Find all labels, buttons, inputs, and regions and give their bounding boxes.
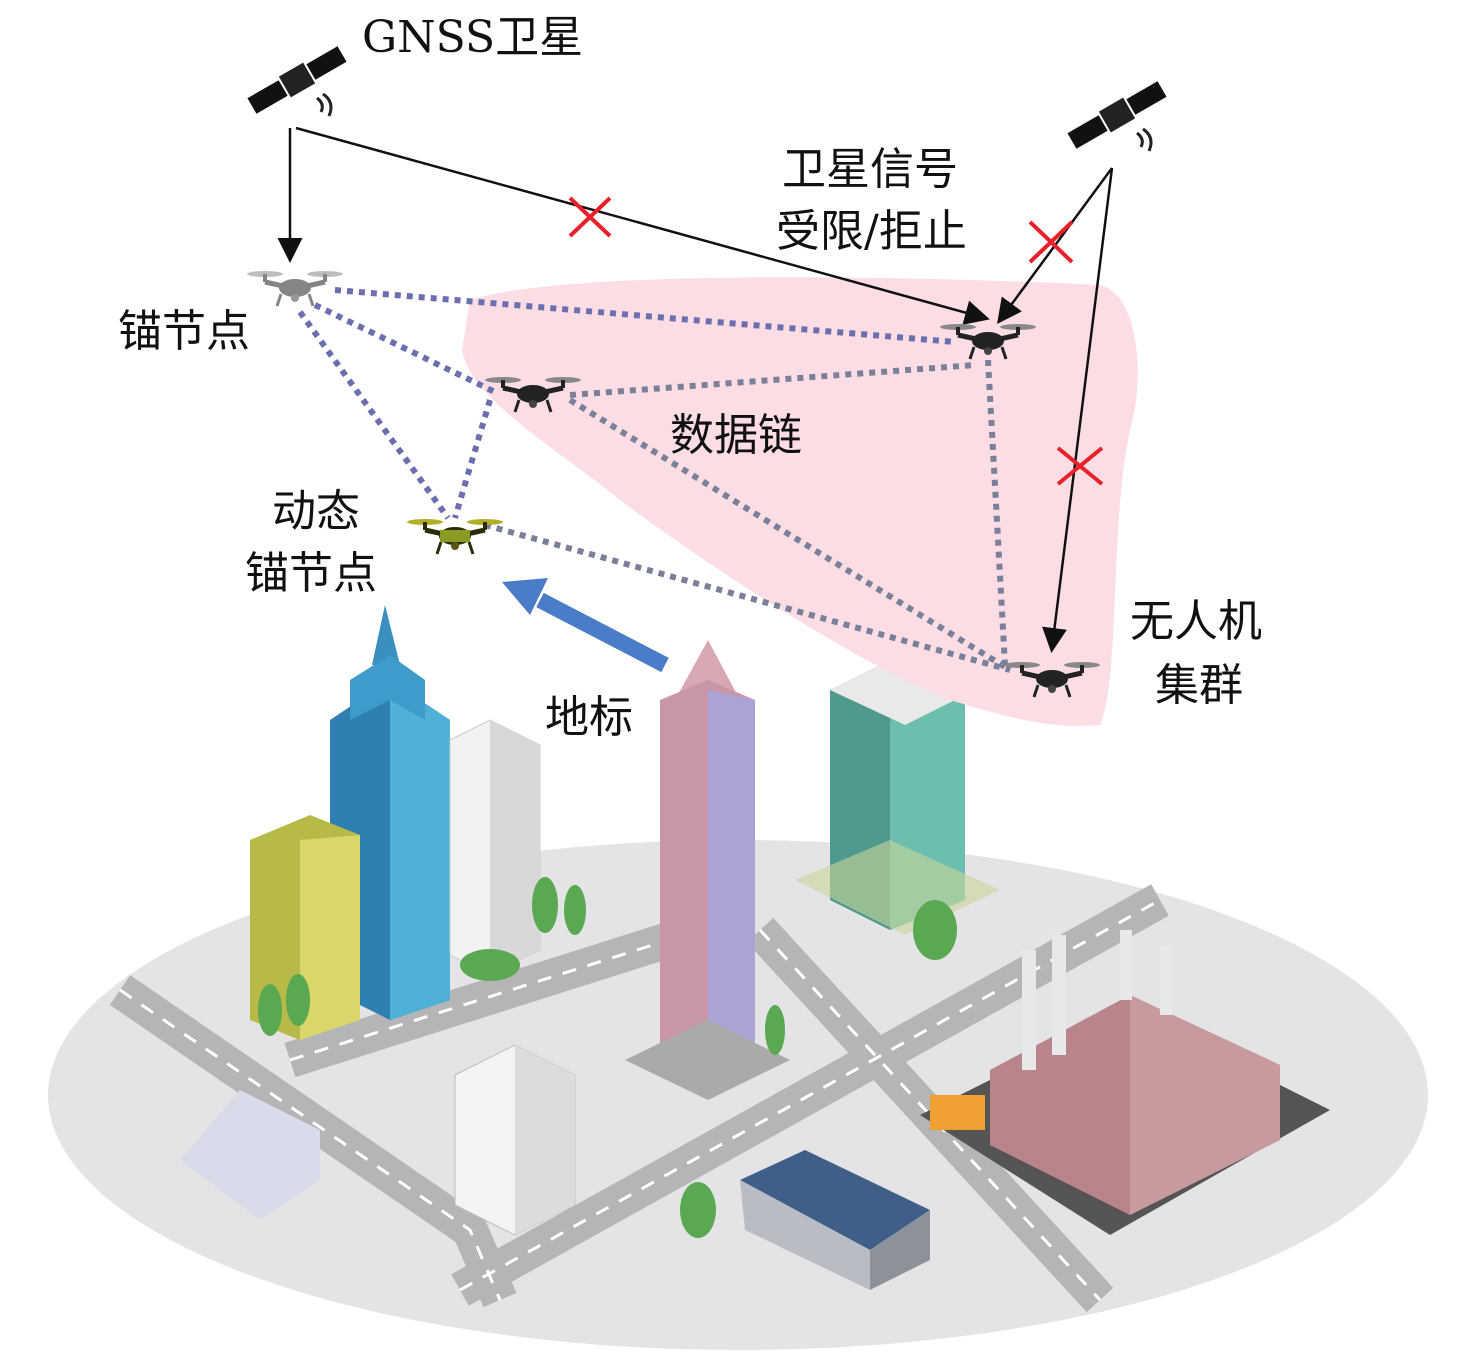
signal-label-line2: 受限/拒止 — [776, 206, 967, 257]
anchor-drone-icon — [247, 271, 343, 306]
data-links — [297, 287, 1012, 673]
blocked-x-icon — [1056, 446, 1104, 486]
gnss-satellite-label: GNSS卫星 — [362, 12, 584, 63]
landmark-label: 地标 — [545, 692, 633, 743]
dynamic-anchor-label-line1: 动态 — [272, 486, 360, 537]
data-link-label: 数据链 — [670, 410, 802, 461]
dynamic-anchor-label-line2: 锚节点 — [245, 548, 377, 599]
signal-label-line1: 卫星信号 — [782, 144, 958, 195]
uav-swarm-label-line2: 集群 — [1155, 660, 1243, 711]
satellite-icon — [245, 44, 349, 118]
blocked-x-icon — [568, 196, 612, 238]
blocked-x-icon — [1028, 220, 1074, 264]
uav-swarm-label-line1: 无人机 — [1130, 596, 1262, 647]
satellite-icon — [1065, 79, 1169, 153]
uav-swarm-region — [462, 277, 1138, 726]
anchor-node-label: 锚节点 — [118, 306, 250, 357]
blocked-marks — [568, 196, 1104, 486]
satellite-signals — [277, 126, 1114, 653]
dynamic-anchor-drone-icon — [407, 519, 503, 554]
city-buildings — [180, 605, 1330, 1290]
landmark-arrow — [502, 578, 669, 673]
